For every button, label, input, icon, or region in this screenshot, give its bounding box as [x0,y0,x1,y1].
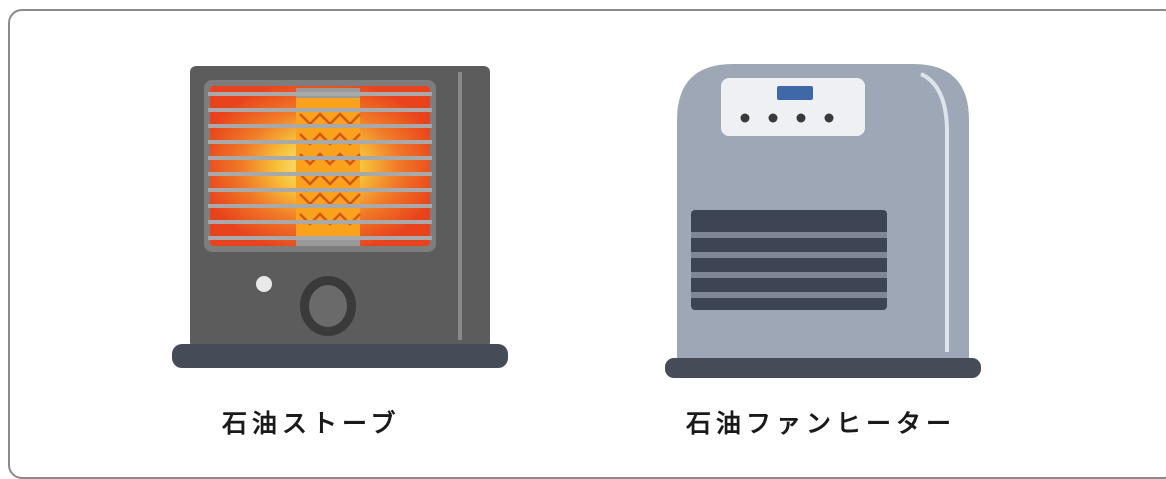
product-kerosene-stove: 石油ストーブ [0,0,583,464]
kerosene-fan-heater-icon [663,60,983,382]
product-kerosene-fan-heater: 石油ファンヒーター [583,0,1166,464]
product-label: 石油ストーブ [222,409,401,438]
kerosene-stove-icon [170,62,510,376]
product-label: 石油ファンヒーター [686,409,957,438]
